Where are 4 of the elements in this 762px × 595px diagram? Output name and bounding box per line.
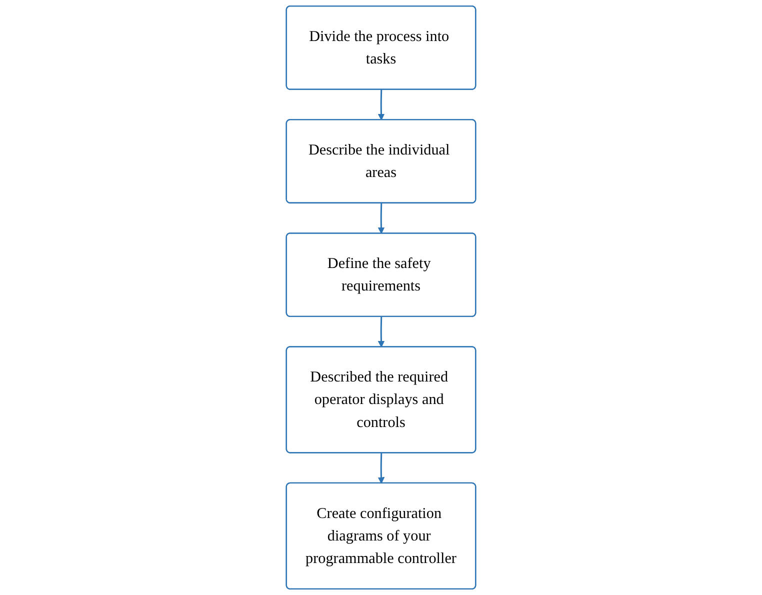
arrow — [378, 453, 385, 484]
arrow — [378, 316, 385, 348]
arrow — [378, 203, 385, 234]
arrow — [378, 90, 385, 120]
